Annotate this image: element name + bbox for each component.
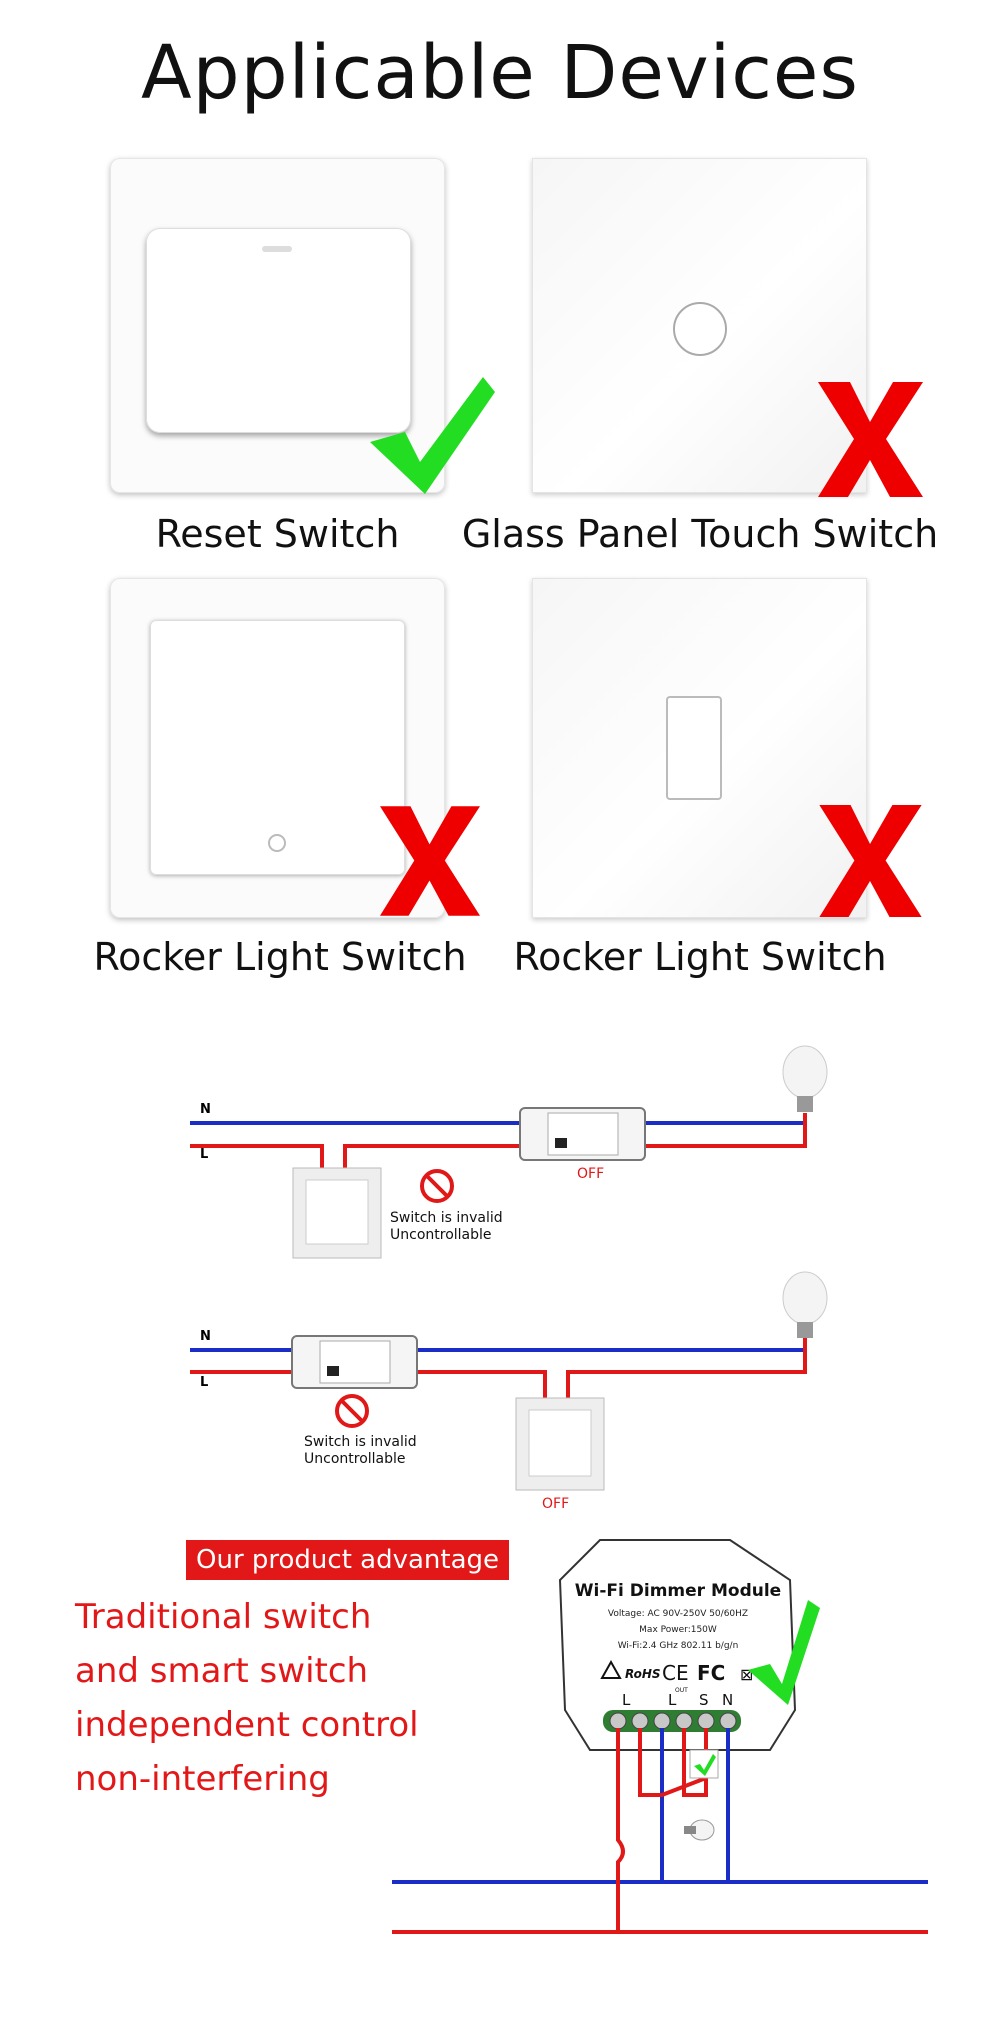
dimmer-module: Wi-Fi Dimmer Module Voltage: AC 90V-250V…: [558, 1539, 820, 1751]
terminal-label-n: N: [722, 1691, 733, 1709]
live-label: L: [200, 1147, 208, 1162]
warning-line-1: Switch is invalid: [390, 1210, 503, 1226]
terminal-label-l-out: L: [668, 1691, 677, 1709]
page-title: Applicable Devices: [141, 30, 859, 116]
live-wire: [190, 1113, 807, 1172]
no-entry-icon: [335, 1394, 369, 1428]
device-label-rocker-2: Rocker Light Switch: [513, 935, 887, 979]
smart-module: [291, 1335, 418, 1389]
check-icon: [748, 1600, 820, 1705]
module-power: Max Power:150W: [639, 1625, 717, 1635]
wiring-diagram-1: N L OFF Switch is invalid Uncontrollable: [190, 1045, 828, 1259]
rocker-led: [268, 834, 286, 852]
wall-switch: [292, 1167, 382, 1259]
advantage-line: non-interfering: [75, 1759, 330, 1799]
light-bulb-icon: [782, 1045, 828, 1112]
live-wire: [392, 1728, 928, 1934]
fc-mark: FC: [697, 1661, 725, 1685]
warning-line-2: Uncontrollable: [390, 1227, 492, 1243]
neutral-label: N: [200, 1329, 211, 1344]
warning-line-2: Uncontrollable: [304, 1451, 406, 1467]
advantage-line: independent control: [75, 1705, 419, 1745]
device-label-glass-panel: Glass Panel Touch Switch: [461, 512, 939, 556]
module-voltage: Voltage: AC 90V-250V 50/60HZ: [608, 1609, 748, 1619]
wall-switch: [515, 1397, 605, 1491]
neutral-wire: [190, 1113, 807, 1125]
wiring-diagram-2: N L Switch is invalid Uncontrollable OFF: [190, 1271, 828, 1512]
ce-mark: CE: [662, 1661, 689, 1685]
advantage-badge: Our product advantage: [186, 1540, 510, 1580]
rocker-switch-image-2: [532, 578, 867, 918]
neutral-label: N: [200, 1102, 211, 1117]
neutral-wire: [190, 1338, 807, 1352]
warning-triangle-icon: [600, 1659, 622, 1679]
module-wifi: Wi-Fi:2.4 GHz 802.11 b/g/n: [618, 1641, 739, 1651]
touch-button: [673, 302, 727, 356]
off-label: OFF: [577, 1166, 604, 1182]
module-name: Wi-Fi Dimmer Module: [575, 1581, 781, 1601]
light-bulb-icon: [684, 1819, 715, 1841]
off-label: OFF: [542, 1496, 569, 1512]
no-entry-icon: [420, 1169, 454, 1203]
advantage-text: Traditional switch and smart switch inde…: [75, 1590, 495, 1806]
small-rocker: [666, 696, 722, 800]
weee-bin-icon: ⊠: [740, 1665, 753, 1684]
smart-module: [519, 1107, 646, 1161]
advantage-line: and smart switch: [75, 1651, 369, 1691]
neutral-wire: [392, 1728, 928, 1884]
device-label-rocker-1: Rocker Light Switch: [93, 935, 467, 979]
device-label-reset-switch: Reset Switch: [155, 512, 400, 556]
reset-switch-image: [110, 158, 445, 493]
terminal-screws: [609, 1712, 737, 1730]
check-icon: [694, 1754, 716, 1776]
terminal-out-label: OUT: [675, 1687, 688, 1694]
rocker-plate: [150, 620, 405, 875]
indicator-slot: [262, 246, 292, 252]
advantage-line: Traditional switch: [75, 1597, 372, 1637]
warning-line-1: Switch is invalid: [304, 1434, 417, 1450]
terminal-label-l: L: [622, 1691, 631, 1709]
rohs-mark: RoHS: [625, 1667, 661, 1681]
dimmer-module-diagram: Wi-Fi Dimmer Module Voltage: AC 90V-250V…: [392, 1539, 928, 1934]
glass-touch-switch-image: [532, 158, 867, 493]
small-switch: [689, 1749, 719, 1779]
light-bulb-icon: [782, 1271, 828, 1338]
live-label: L: [200, 1375, 208, 1390]
rocker-switch-image-1: [110, 578, 445, 918]
switch-key: [146, 228, 411, 433]
live-wire: [190, 1338, 807, 1405]
terminal-label-s: S: [699, 1691, 709, 1709]
